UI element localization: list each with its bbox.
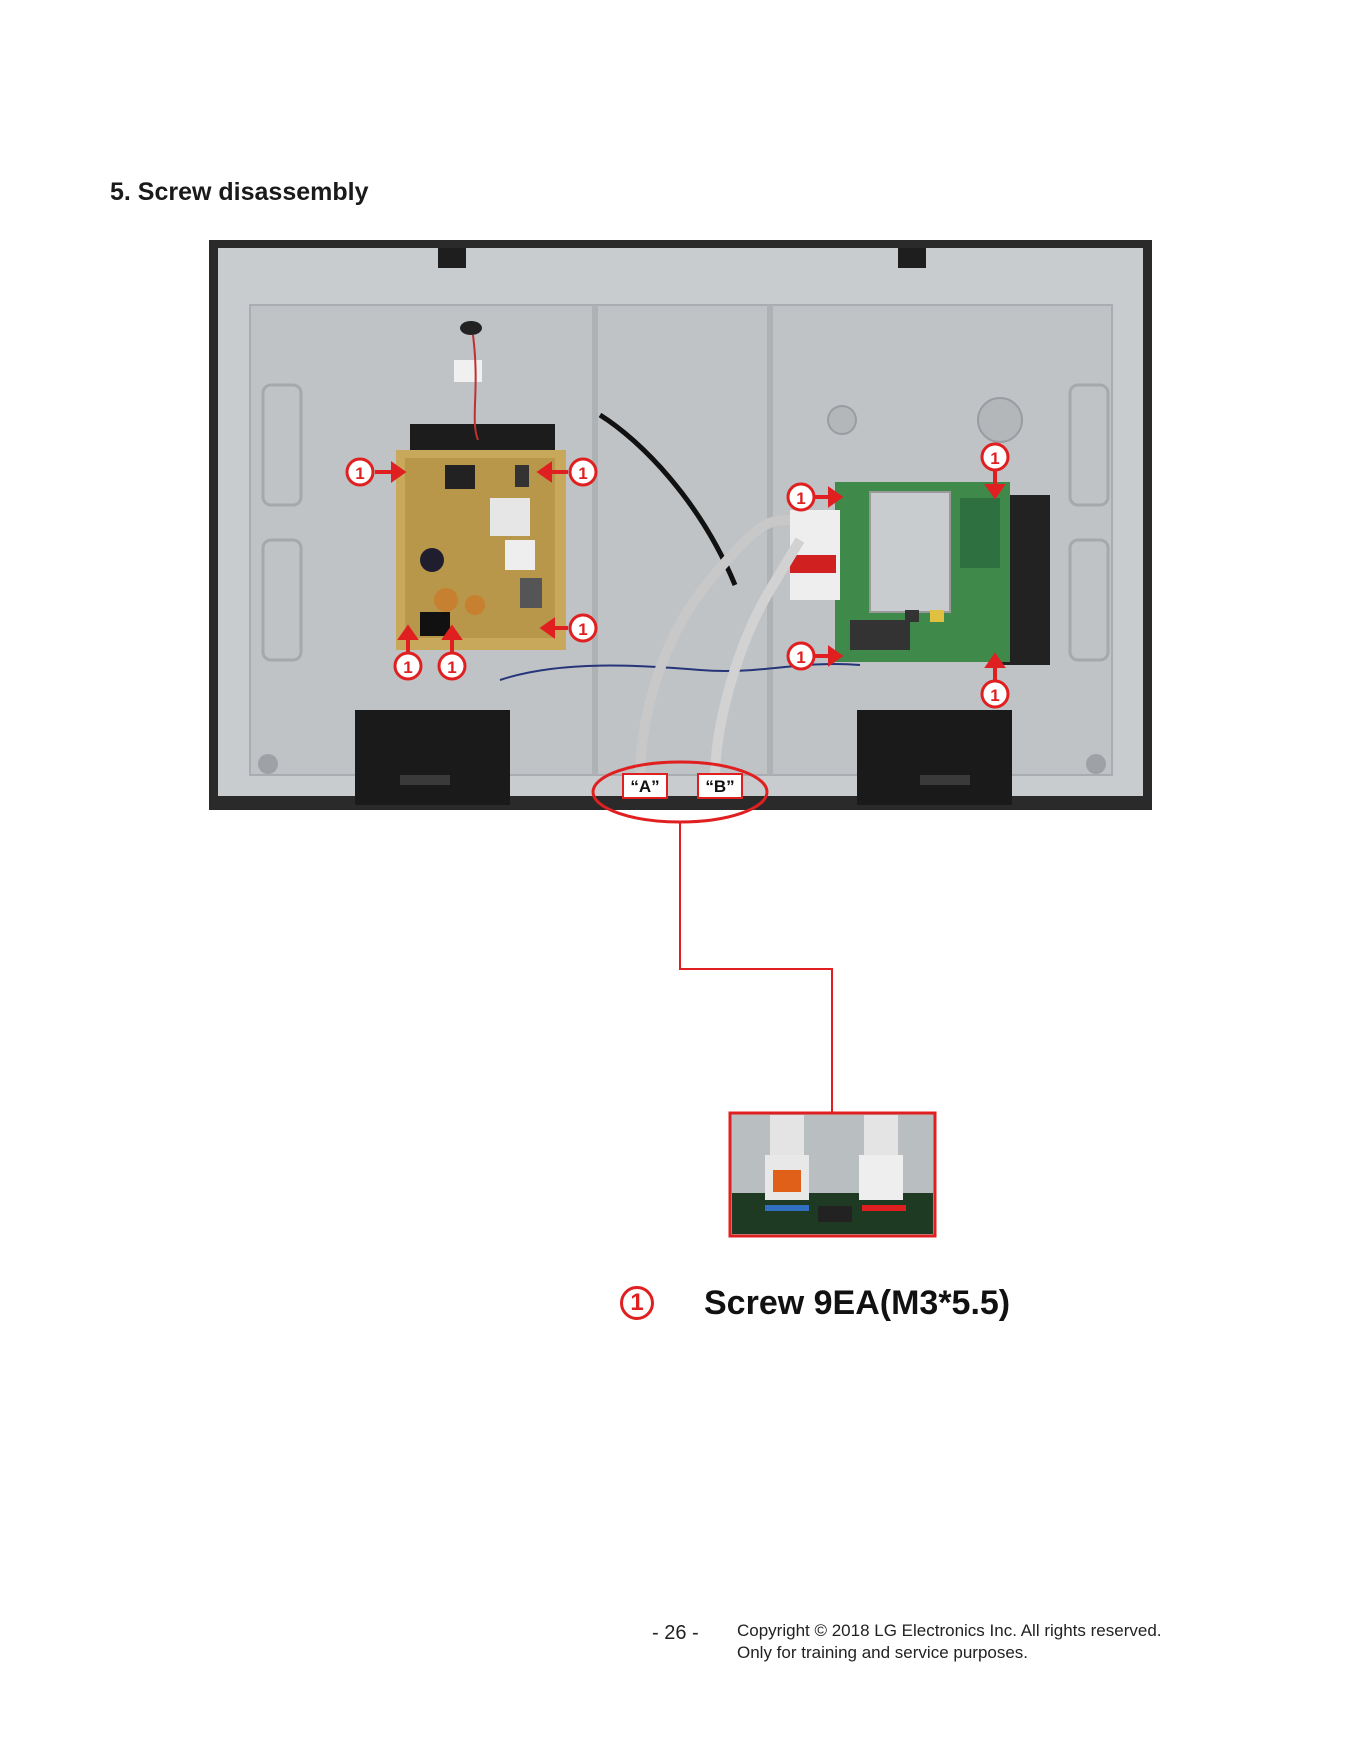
cables: [472, 334, 861, 781]
screw-marker-1-g: 1: [786, 641, 816, 671]
connector-zoom-inset: [728, 1111, 937, 1238]
screw-marker-1-d: 1: [393, 651, 423, 681]
svg-text:1: 1: [355, 464, 364, 483]
screw-marker-1-a: 1: [345, 457, 375, 487]
svg-text:1: 1: [578, 464, 587, 483]
connector-b-label: “B”: [705, 777, 734, 796]
svg-text:1: 1: [796, 489, 805, 508]
copyright-line-2: Only for training and service purposes.: [737, 1643, 1029, 1662]
svg-text:1: 1: [403, 658, 412, 677]
svg-text:1: 1: [578, 620, 587, 639]
screw-marker-1-h: 1: [980, 442, 1010, 472]
page-number: - 26 -: [652, 1622, 699, 1644]
screw-legend: 1 Screw 9EA(M3*5.5): [620, 1278, 1010, 1328]
copyright-line-1: Copyright © 2018 LG Electronics Inc. All…: [737, 1621, 1162, 1640]
svg-text:1: 1: [990, 449, 999, 468]
speakers: [355, 710, 1012, 805]
svg-text:1: 1: [447, 658, 456, 677]
screw-arrows: [375, 461, 1006, 682]
power-board: [396, 424, 566, 650]
screw-marker-1-b: 1: [568, 457, 598, 487]
section-title: 5. Screw disassembly: [110, 178, 369, 206]
connector-callout: “A” “B”: [591, 760, 833, 1113]
main-board: [790, 482, 1050, 665]
screw-marker-1-f: 1: [786, 482, 816, 512]
screw-marker-1-e: 1: [437, 651, 467, 681]
screw-marker-1-c: 1: [568, 613, 598, 643]
copyright: Copyright © 2018 LG Electronics Inc. All…: [737, 1620, 1162, 1664]
svg-text:1: 1: [796, 648, 805, 667]
legend-marker: 1: [620, 1286, 654, 1320]
connector-a-label: “A”: [630, 777, 659, 796]
tv-rear-photo: “A” “B” 1 1 1 1 1 1 1 1 1: [209, 240, 1152, 1238]
svg-text:1: 1: [990, 686, 999, 705]
screw-marker-1-i: 1: [980, 679, 1010, 709]
legend-text: Screw 9EA(M3*5.5): [704, 1283, 1011, 1322]
